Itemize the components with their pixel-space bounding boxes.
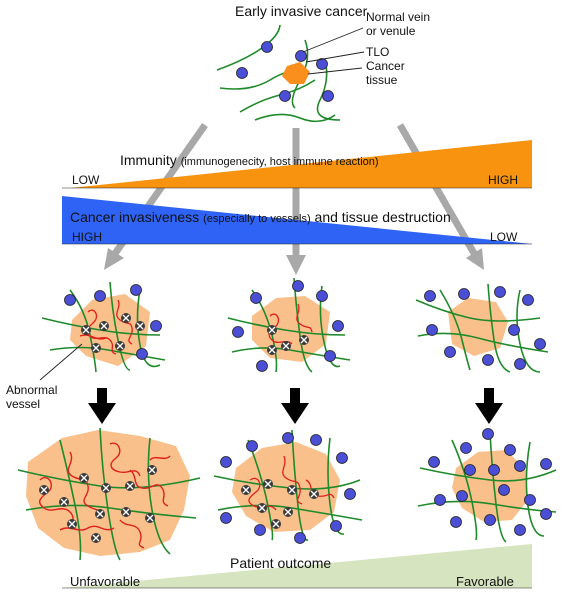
early-cancer-cluster <box>216 24 341 123</box>
immunity-low: LOW <box>72 173 100 187</box>
cluster-bottom-left <box>17 427 201 561</box>
legend-cancer: Cancer <box>366 59 405 73</box>
immunity-label: Immunity <box>120 152 177 168</box>
outcome-favorable: Favorable <box>456 574 514 589</box>
cluster-mid-center <box>227 277 351 373</box>
immunity-high: HIGH <box>488 173 518 187</box>
invasiveness-wedge <box>62 196 532 244</box>
tlo-nodes-top <box>236 41 334 102</box>
abnormal-vessel-line2: vessel <box>6 397 40 411</box>
invasiveness-label-b: and tissue destruction <box>315 209 451 225</box>
legend-normal-vein-2: or venule <box>366 24 416 38</box>
cluster-bottom-center <box>213 429 363 544</box>
legend-normal-vein: Normal vein <box>366 10 430 24</box>
cluster-bottom-right <box>417 428 557 543</box>
svg-text:Immunity (immunogenecity,: Immunity (immunogenecity, host immune re… <box>120 152 379 168</box>
invasiveness-high: HIGH <box>72 230 102 244</box>
svg-text:Cancer invasiveness (espec: Cancer invasiveness (especially to vesse… <box>70 209 451 225</box>
cluster-mid-left <box>41 281 166 373</box>
cluster-mid-right <box>415 283 549 373</box>
abnormal-vessel-line1: Abnormal <box>6 383 57 397</box>
invasiveness-detail: (especially to vessels) <box>203 213 311 225</box>
legend-cancer-2: tissue <box>366 73 398 87</box>
outcome-unfavorable: Unfavorable <box>70 574 140 589</box>
black-arrows <box>88 388 503 424</box>
invasiveness-label-a: Cancer invasiveness <box>70 209 199 225</box>
invasiveness-low: LOW <box>490 230 518 244</box>
immunity-detail: (immunogenecity, host immune reaction) <box>181 156 379 168</box>
outcome-label: Patient outcome <box>230 555 331 571</box>
abnormal-vessel-leader <box>39 343 83 381</box>
legend-tlo: TLO <box>366 45 389 59</box>
outcome-wedge <box>62 544 532 588</box>
gray-arrow-heads <box>104 248 484 275</box>
title: Early invasive cancer <box>235 3 368 19</box>
legend-leaders <box>302 27 365 75</box>
cancer-tissue-icon <box>282 62 310 84</box>
immunity-wedge <box>70 140 532 188</box>
